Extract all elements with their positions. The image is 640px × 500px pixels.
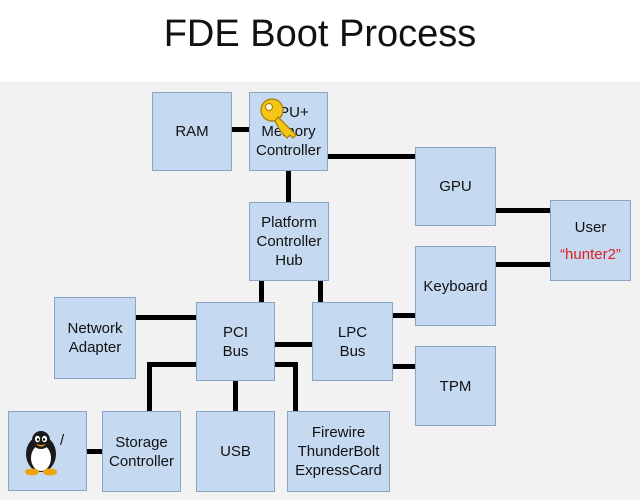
edge-gpu-user [495,208,551,213]
edge-pch-pci [259,280,264,302]
node-pch-label-1: Platform [261,214,317,231]
edge-lpc-tpm [392,364,416,369]
node-network-label-2: Adapter [68,339,122,356]
node-firewire-label-3: ExpressCard [295,462,382,479]
node-storage-label-2: Controller [108,452,175,470]
node-os-label: / [60,432,65,449]
edge-cpu-gpu [327,154,416,159]
edge-pci-storage-v [147,362,152,412]
edge-ram-cpu [232,127,250,132]
node-ram: RAM [152,92,232,171]
node-keyboard-label: Keyboard [423,277,488,295]
edge-pci-firewire-v [293,362,298,412]
edge-network-pci [135,315,196,320]
node-pci-label-1: PCI [222,323,248,341]
edge-pci-lpc [274,342,312,347]
node-storage-label-1: Storage [115,433,168,451]
edge-pci-usb [233,380,238,412]
node-user-label: User [574,218,607,236]
edge-os-storage [86,449,102,454]
node-keyboard: Keyboard [415,246,496,326]
node-network-adapter: Network Adapter [54,297,136,379]
node-usb-label: USB [220,443,251,460]
node-gpu-label: GPU [439,178,472,195]
edge-pch-lpc [318,280,323,302]
node-user: User “hunter2” [550,200,631,281]
diagram-title: FDE Boot Process [163,13,477,55]
edge-pci-firewire-h [274,362,298,367]
user-password: “hunter2” [560,245,621,263]
node-pci-bus: PCI Bus [196,302,275,381]
node-gpu: GPU [415,147,496,226]
node-cpu-label-3: Controller [255,142,322,159]
node-pch-label-3: Hub [275,252,303,269]
node-lpc-label-2: Bus [339,342,366,360]
node-firewire: Firewire ThunderBolt ExpressCard [287,411,390,492]
edge-cpu-pch [286,170,291,202]
node-network-label-1: Network [67,320,123,337]
node-pch-label-2: Controller [256,233,322,250]
node-cpu: CPU+ Memory Controller [249,92,328,171]
node-platform-controller-hub: Platform Controller Hub [249,202,329,281]
node-lpc-label-1: LPC [337,323,368,341]
edge-pci-storage-h [147,362,197,367]
node-firewire-label-2: ThunderBolt [297,443,380,460]
edge-keyboard-user [495,262,551,267]
edge-lpc-keyboard [392,313,416,318]
node-ram-label: RAM [175,123,209,140]
tux-penguin-icon [25,431,57,476]
key-icon [260,98,297,139]
node-tpm: TPM [415,346,496,426]
node-lpc-bus: LPC Bus [312,302,393,381]
node-pci-label-2: Bus [222,342,249,360]
node-os [8,411,87,491]
node-usb: USB [196,411,275,492]
node-tpm-label: TPM [439,377,472,395]
node-firewire-label-1: Firewire [311,424,366,441]
node-storage-controller: Storage Controller [102,411,181,492]
